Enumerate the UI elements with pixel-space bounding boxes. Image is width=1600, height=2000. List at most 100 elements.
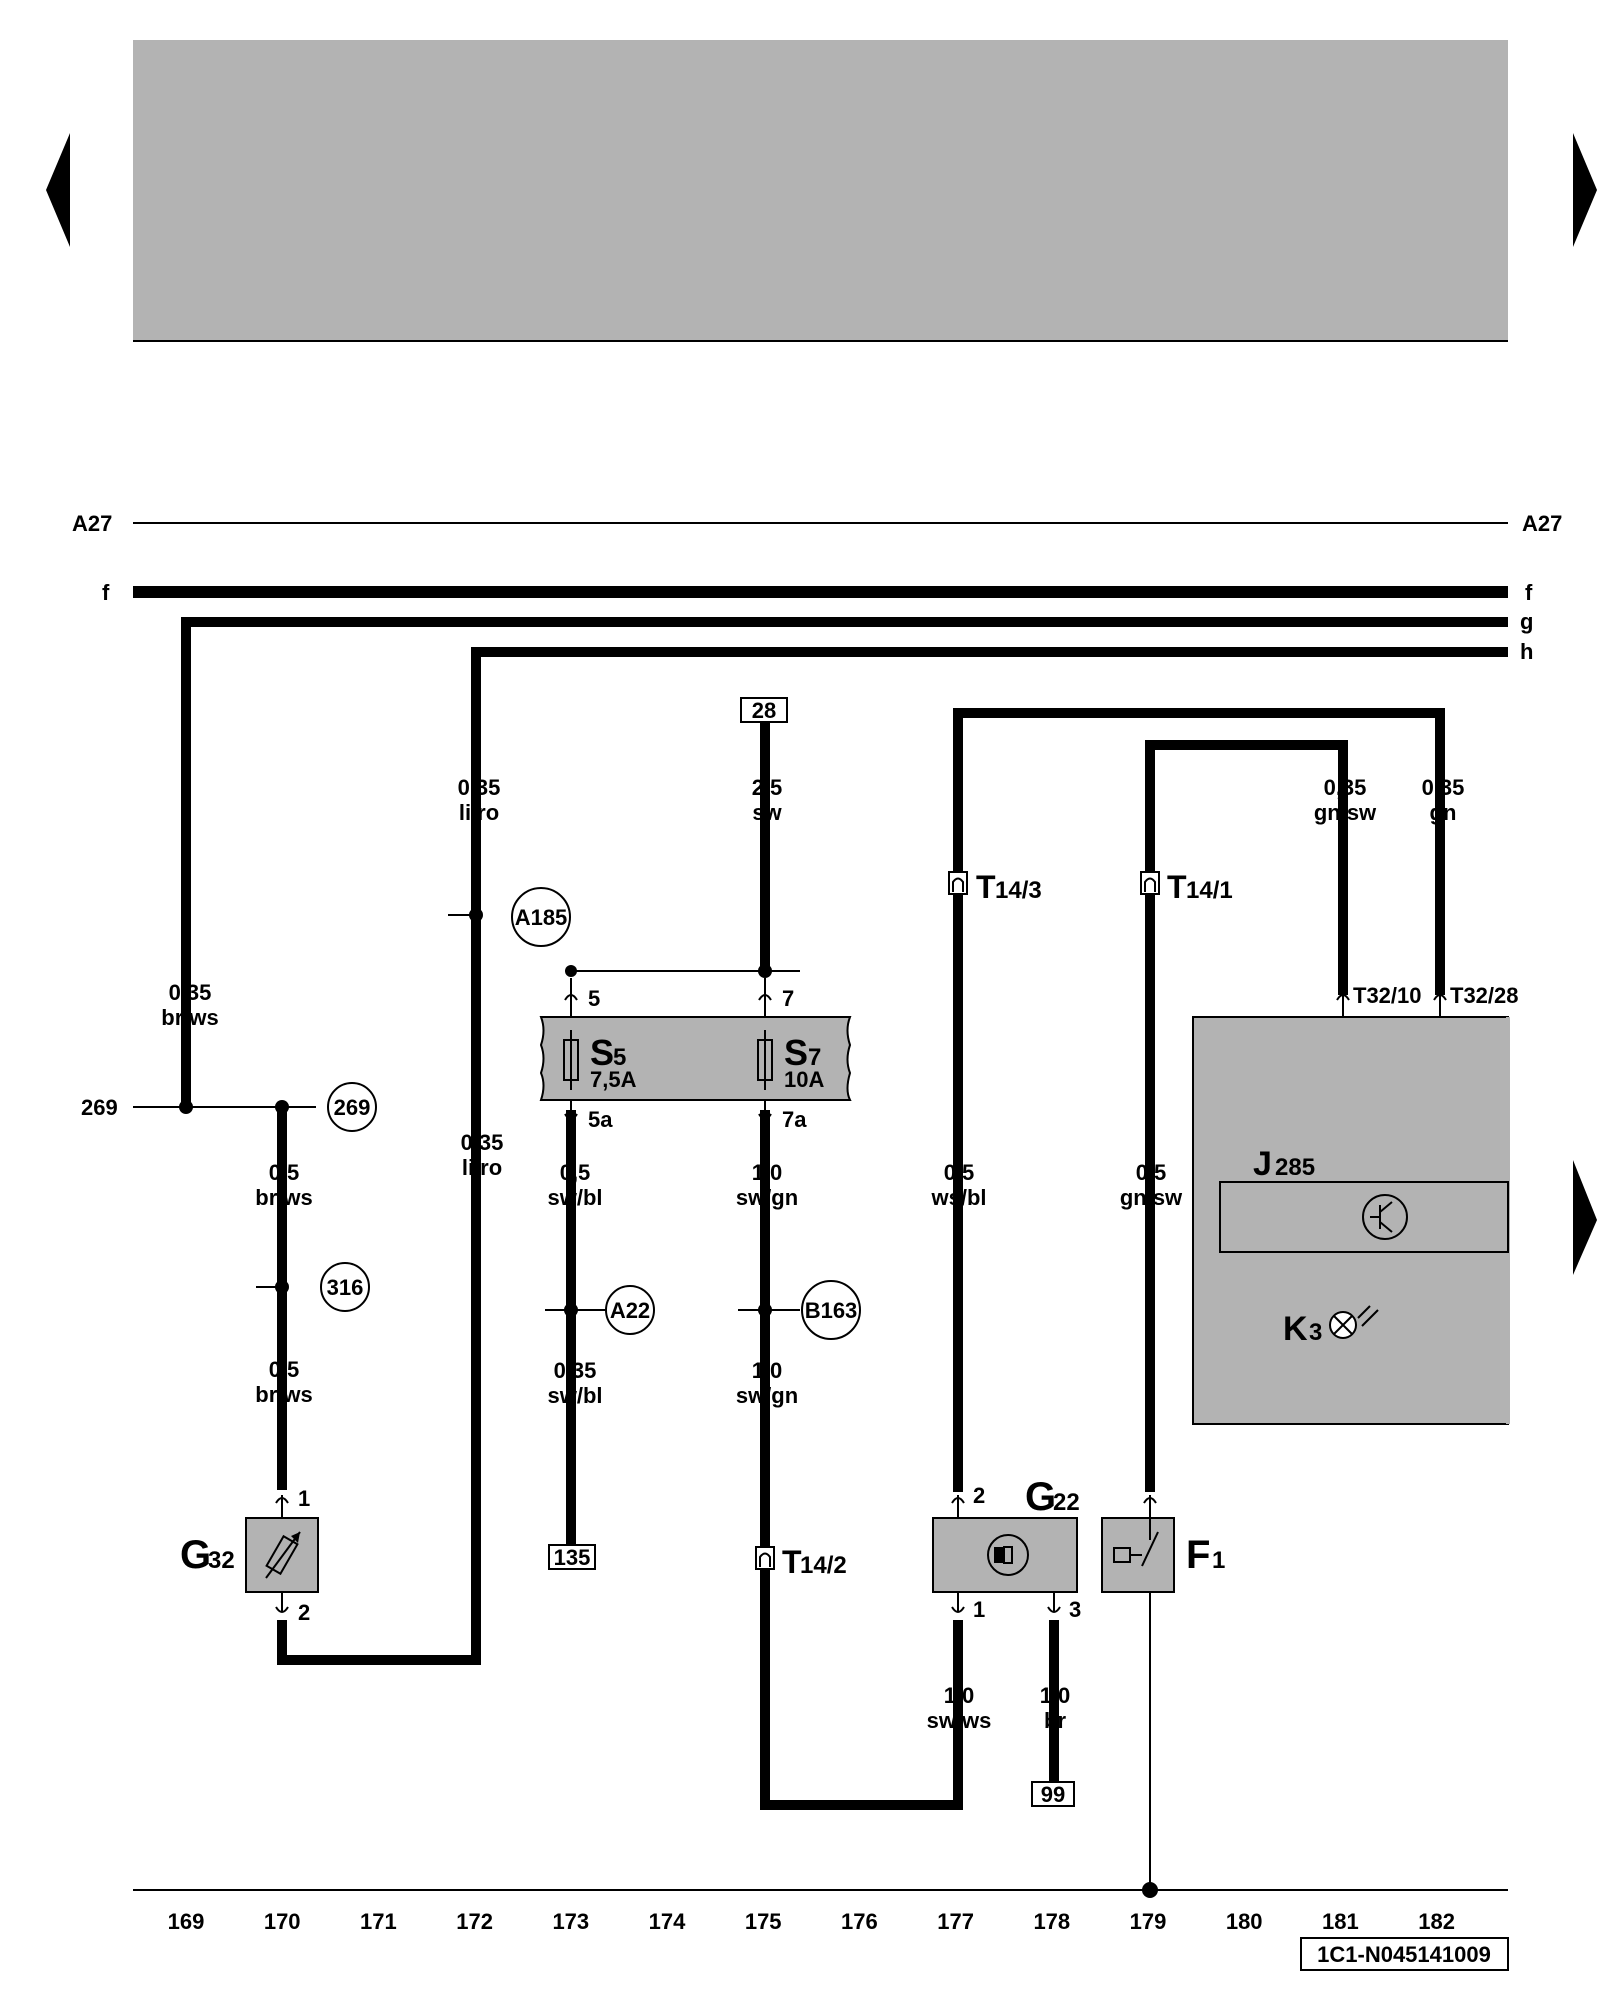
wire-label-size: 0,5 — [269, 1160, 300, 1185]
wire-label-size: 0,5 — [944, 1160, 975, 1185]
prev-page-icon[interactable] — [46, 133, 70, 247]
g22-number: 22 — [1053, 1489, 1080, 1516]
wire-label-color: sw — [752, 800, 782, 825]
connector-t32-10: T32/10 — [1353, 983, 1422, 1008]
wire-label-size: 0,35 — [169, 980, 212, 1005]
fuse-s5-pin-in: 5 — [588, 986, 600, 1011]
wire-label-size: 2,5 — [752, 775, 783, 800]
wire-s7-to-g22 — [760, 1110, 963, 1810]
component-f1[interactable]: F 1 — [1101, 1495, 1225, 1593]
transistor-collector-icon — [1379, 1201, 1393, 1213]
ref-28-box — [740, 697, 788, 723]
fuse-s5-rating: 7,5A — [590, 1067, 637, 1092]
junction-a185 — [469, 908, 483, 922]
connector-t14-2-letter: T — [782, 1544, 802, 1580]
column-number: 176 — [841, 1909, 878, 1934]
wire-label-color: gn/sw — [1314, 800, 1377, 825]
wire-label-size: 1,0 — [1040, 1683, 1071, 1708]
junction-b163 — [758, 1303, 772, 1317]
fuse-s7-pin-out: 7a — [782, 1107, 807, 1132]
bus-f-label-right: f — [1525, 580, 1533, 605]
wire-label-size: 1,0 — [752, 1358, 783, 1383]
connector-pin-icon — [759, 1552, 771, 1567]
light-ray-icon — [1361, 1309, 1379, 1327]
connector-t14-1-number: 14/1 — [1186, 877, 1233, 904]
column-number: 170 — [264, 1909, 301, 1934]
continue-diagram-icon[interactable] — [1573, 1160, 1597, 1275]
component-g22[interactable]: G 22 2 1 3 — [932, 1475, 1081, 1622]
variable-arrowhead-icon — [291, 1532, 300, 1543]
wire-label-size: 0,35 — [1422, 775, 1465, 800]
g22-letter: G — [1025, 1475, 1056, 1519]
ground-node — [1142, 1882, 1158, 1898]
splice-markers — [320, 887, 861, 1340]
splice-a22-label: A22 — [610, 1298, 650, 1323]
wire-label-size: 0,5 — [560, 1160, 591, 1185]
lamp-cross-icon — [1333, 1315, 1353, 1335]
speed-sensor-core-icon — [994, 1547, 1004, 1563]
fuse-s7-pin-in: 7 — [782, 986, 794, 1011]
header-panel — [133, 40, 1508, 340]
wire-h-to-g32 — [277, 647, 1508, 1665]
next-page-icon[interactable] — [1573, 133, 1597, 247]
wire-label-color: sw/ws — [927, 1708, 992, 1733]
connector-pin-icon — [1144, 877, 1156, 892]
column-number: 182 — [1418, 1909, 1455, 1934]
column-number: 177 — [937, 1909, 974, 1934]
fuse-s7[interactable]: S 7 10A 7 7a — [757, 978, 824, 1132]
ref-99[interactable]: 99 — [1041, 1782, 1065, 1807]
junction-s7-top — [758, 964, 772, 978]
wire-label-size: 1,0 — [752, 1160, 783, 1185]
wire-label-color: sw/gn — [736, 1185, 798, 1210]
splice-b163-label: B163 — [805, 1298, 858, 1323]
connector-t14-3-letter: T — [976, 869, 996, 905]
connector-t32-28: T32/28 — [1450, 983, 1519, 1008]
thick-wires — [181, 617, 1508, 1810]
instrument-cluster-j285[interactable]: J 285 K 3 — [1192, 1016, 1510, 1425]
wire-label-color: sw/gn — [736, 1383, 798, 1408]
footer-code-box — [1300, 1937, 1509, 1971]
ref-135[interactable]: 135 — [554, 1545, 591, 1570]
bus-f-label-left: f — [102, 580, 110, 605]
connector-icon — [948, 871, 968, 895]
pin-arrow-icon — [758, 1113, 772, 1120]
transistor-emitter-icon — [1379, 1221, 1393, 1233]
pin-arrow-icon — [564, 994, 578, 1001]
wire-label-size: 0,35 — [458, 775, 501, 800]
ref-135-box — [548, 1544, 596, 1570]
junction-269-left — [179, 1100, 193, 1114]
connector-icon — [1140, 871, 1160, 895]
pin-arrow-icon — [1047, 1606, 1061, 1613]
connector-t14-1-letter: T — [1167, 869, 1187, 905]
ref-28[interactable]: 28 — [752, 698, 776, 723]
pin-arrow-icon — [951, 1497, 965, 1504]
connector-t14-1[interactable]: T 14/1 — [1140, 869, 1233, 905]
bus-a27-label-left: A27 — [72, 511, 112, 536]
component-g32[interactable]: G 32 1 2 — [180, 1486, 319, 1625]
bus-g-label: g — [1520, 609, 1533, 634]
wire-label-color: gn/sw — [1120, 1185, 1183, 1210]
wire-labels: 0,35 br/ws 0,35 li/ro 0,35 li/ro 0,5 br/… — [161, 775, 1464, 1733]
g32-pin-bottom: 2 — [298, 1600, 310, 1625]
wire-label-size: 0,35 — [554, 1358, 597, 1383]
wire-label-color: gn — [1430, 800, 1457, 825]
variable-resistor-icon — [265, 1534, 299, 1576]
column-number: 181 — [1322, 1909, 1359, 1934]
transistor-icon — [1362, 1194, 1408, 1240]
wire-label-color: br/ws — [255, 1382, 312, 1407]
pin-arrow-icon — [1143, 1497, 1157, 1504]
connector-t14-2-number: 14/2 — [800, 1552, 847, 1579]
splice-b163-circle — [801, 1280, 861, 1340]
connector-t14-2[interactable]: T 14/2 — [755, 1544, 847, 1580]
column-number: 174 — [649, 1909, 686, 1934]
junction-a22 — [564, 1303, 578, 1317]
wire-f1-to-j285 — [1145, 740, 1348, 1492]
column-number: 171 — [360, 1909, 397, 1934]
g22-pin-1: 1 — [973, 1597, 985, 1622]
fuse-s7-number: 7 — [808, 1044, 821, 1071]
connector-t14-3[interactable]: T 14/3 — [948, 869, 1042, 905]
fuse-s5[interactable]: S 5 7,5A 5 5a — [563, 978, 637, 1132]
switch-contact-icon — [1141, 1531, 1159, 1567]
fuse-s5-letter: S — [590, 1032, 614, 1073]
